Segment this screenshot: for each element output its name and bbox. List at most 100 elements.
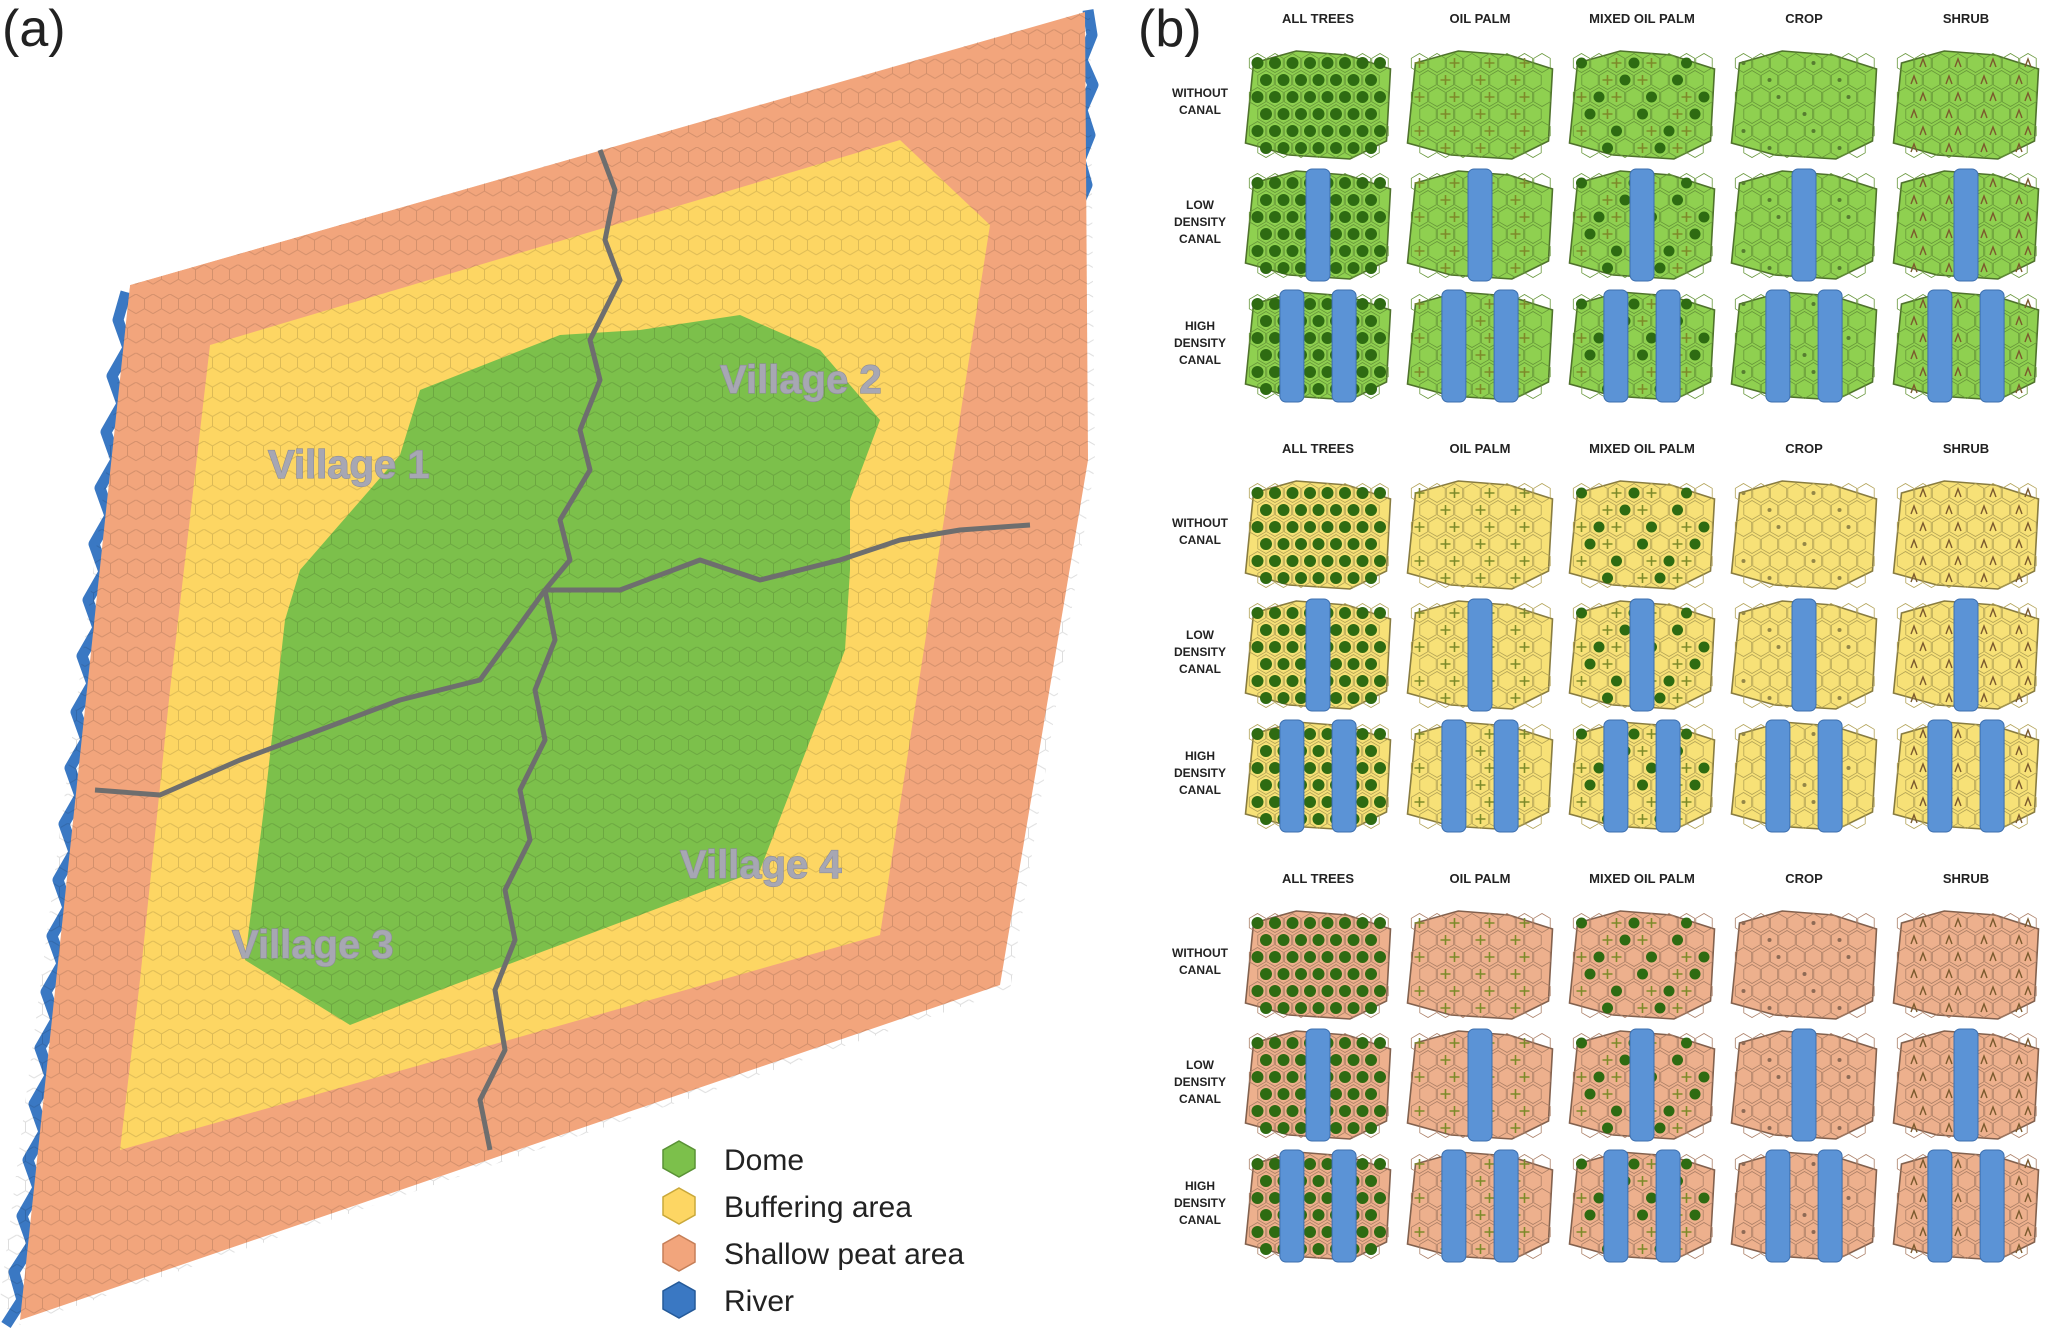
tile-cell <box>1371 121 1389 141</box>
tile-cell <box>1822 947 1840 967</box>
palm-icon <box>1519 1193 1530 1203</box>
tree-icon <box>1356 1037 1369 1049</box>
tree-icon <box>1260 968 1272 980</box>
tile-cell <box>1651 568 1669 588</box>
tile-cell <box>1677 1067 1696 1087</box>
canal <box>1979 289 2005 403</box>
tile-cell <box>1248 603 1267 623</box>
tile-cell <box>1668 70 1687 90</box>
tile-cell <box>1480 121 1499 141</box>
tree-icon <box>1312 1209 1325 1221</box>
crop-icon <box>1741 800 1746 804</box>
shrub-icon <box>1980 934 1988 945</box>
palm-icon <box>1576 642 1587 652</box>
shrub-icon <box>1980 504 1988 515</box>
crop-icon <box>1811 989 1816 993</box>
palm-icon <box>1576 212 1587 222</box>
crop-icon <box>1846 1196 1851 1200</box>
tile-cell <box>1309 1239 1328 1259</box>
tile-cell <box>1822 483 1840 503</box>
tile-cell <box>1905 311 1923 331</box>
tile-cell <box>1498 551 1516 571</box>
tile-cell <box>1590 517 1608 537</box>
shrub-icon <box>1919 641 1927 652</box>
palm-icon <box>1611 642 1622 652</box>
tree-icon <box>1260 1209 1272 1221</box>
shrub-icon <box>1919 91 1927 102</box>
crop-icon <box>1741 181 1746 185</box>
tile-cell <box>1410 207 1429 227</box>
tile-cell <box>1292 964 1310 984</box>
tile-cell <box>1905 620 1923 640</box>
tree-icon <box>1304 555 1316 567</box>
tile-cell <box>1804 53 1823 73</box>
tile-cell <box>2010 741 2028 761</box>
crop-icon <box>1811 491 1816 495</box>
canal <box>1629 168 1655 282</box>
tile-cell <box>1572 173 1591 193</box>
tile-cell <box>1686 534 1704 554</box>
crop-icon <box>1767 146 1772 150</box>
tile-cell <box>2001 87 2020 107</box>
shrub-icon <box>2015 934 2023 945</box>
shrub-icon <box>1954 917 1962 928</box>
tile-cell <box>1362 688 1380 708</box>
tile-cell <box>1905 1205 1923 1225</box>
tile-cell <box>1428 87 1446 107</box>
shrub-icon <box>1919 796 1927 807</box>
shrub-icon <box>2015 692 2023 703</box>
tile-cell <box>1463 53 1481 73</box>
tile-cell <box>1498 671 1516 691</box>
tile-cell <box>2010 775 2028 795</box>
crop-icon <box>1811 370 1816 374</box>
tile-cell <box>1515 517 1534 537</box>
tile-cell <box>1695 121 1713 141</box>
tile-cell <box>1463 517 1481 537</box>
tile-cell <box>1318 913 1337 933</box>
tile-cell <box>1344 190 1363 210</box>
tree-icon <box>1602 1002 1613 1014</box>
tile-cell <box>1248 87 1267 107</box>
tree-icon <box>1365 538 1377 550</box>
tile-cell <box>1362 568 1380 588</box>
tile-cell <box>1660 121 1678 141</box>
tile-cell <box>1734 362 1753 382</box>
tree-icon <box>1593 91 1605 103</box>
tile-cell <box>1839 53 1858 73</box>
tile-cell <box>1506 1118 1525 1138</box>
tile-cell <box>1966 947 1985 967</box>
tile-cell <box>1419 534 1437 554</box>
palm-icon <box>1576 1072 1587 1082</box>
tile-cell <box>1931 603 1950 623</box>
tree-icon <box>1365 813 1377 825</box>
tree-icon <box>1637 1209 1648 1221</box>
tree-icon <box>1374 796 1386 808</box>
shrub-icon <box>2015 1002 2023 1013</box>
palm-icon <box>1510 143 1521 153</box>
tree-icon <box>1277 142 1290 154</box>
tile-cell <box>1848 379 1866 399</box>
shrub-icon <box>1910 1054 1918 1065</box>
tile-cell <box>1822 121 1840 141</box>
tile-cell <box>1922 190 1941 210</box>
palm-icon <box>1519 608 1530 618</box>
tile-cell <box>1734 483 1753 503</box>
row-header-line: HIGH <box>1185 1179 1215 1193</box>
shrub-icon <box>1954 1226 1962 1237</box>
tree-icon <box>1672 934 1683 946</box>
zones <box>0 10 1095 1325</box>
tile-cell <box>1922 70 1941 90</box>
tree-icon <box>1584 1209 1596 1221</box>
palm-icon <box>1440 1123 1451 1133</box>
tile-cell <box>1848 741 1866 761</box>
tile-cell <box>1353 517 1372 537</box>
tile-cell <box>1353 121 1372 141</box>
palm-icon <box>1672 573 1683 583</box>
palm-icon <box>1646 918 1657 928</box>
tile-cell <box>1248 671 1267 691</box>
column-header: ALL TREES <box>1282 11 1354 26</box>
tile-cell <box>1734 517 1753 537</box>
shrub-icon <box>1910 538 1918 549</box>
tile-cell <box>1301 981 1319 1001</box>
tile-cell <box>1957 379 1976 399</box>
